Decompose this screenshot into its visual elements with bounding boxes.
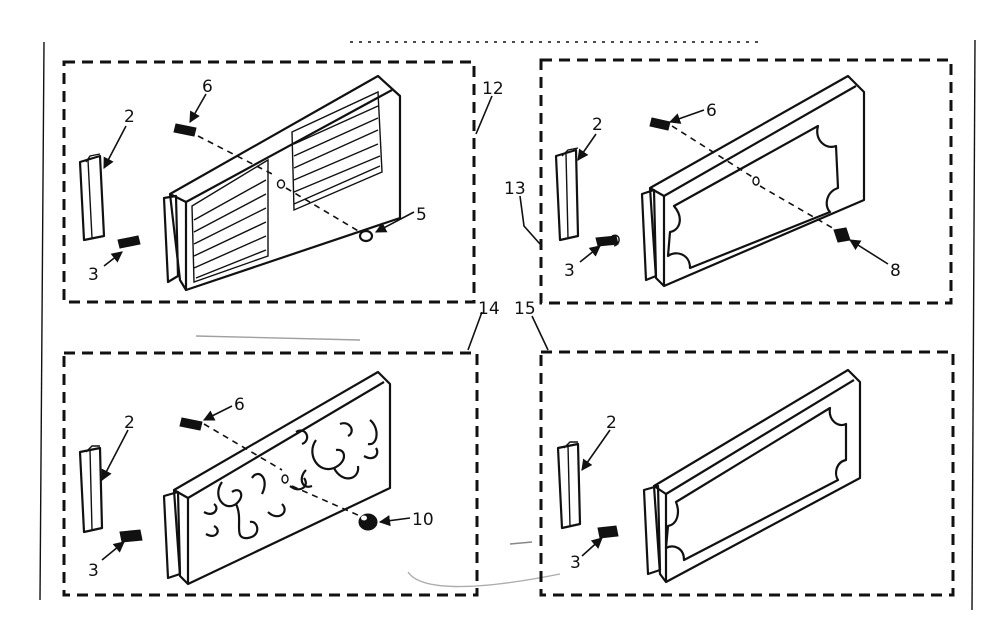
panel-1-callout-5: 5 (416, 205, 427, 225)
panel-2-leader-13 (519, 195, 541, 245)
panel-1-callout-6: 6 (202, 77, 213, 97)
panel-3-callout-6: 6 (234, 395, 245, 415)
panel-2-callout-13: 13 (504, 179, 526, 199)
panel-2-leader-8 (849, 239, 889, 265)
panel-1-knob-5 (358, 229, 374, 243)
panel-1-screw-3 (117, 235, 141, 249)
panel-2-callout-8: 8 (890, 261, 901, 281)
panel-4-plain-frame: 2 3 15 (514, 299, 955, 597)
panel-3-assembly-line-knob (291, 485, 361, 517)
panel-3-side-trim (78, 445, 104, 534)
panel-1-callout-2: 2 (124, 107, 135, 127)
panel-4-callout-3: 3 (570, 553, 581, 573)
panel-2-grille-body (640, 74, 866, 288)
panel-3-leader-2 (101, 429, 129, 481)
panel-2-screw-8 (833, 227, 851, 243)
panel-1-louvered-grille: 2 3 6 5 12 (62, 60, 504, 304)
panel-2-leader-2 (577, 133, 597, 161)
panel-3-callout-10: 10 (412, 510, 434, 530)
panel-4-leader-2 (581, 429, 611, 471)
panel-1-grille-body (162, 74, 402, 292)
panel-4-side-trim (556, 441, 582, 530)
panel-4-leader-3 (581, 537, 603, 557)
panel-4-callout-2: 2 (606, 413, 617, 433)
panel-3-screw-3 (119, 529, 143, 543)
panel-3-knob-10 (358, 513, 378, 531)
panel-2-callout-2: 2 (592, 115, 603, 135)
outer-frame (39, 39, 976, 611)
panel-4-frame-body (642, 368, 862, 584)
panel-1-assembly-line-knob (285, 187, 361, 233)
panel-2-assembly-line-bolt (759, 185, 837, 231)
panel-3-dashed-border (62, 351, 479, 597)
panel-3-assembly-line-screw (203, 423, 283, 471)
panel-4-callout-15: 15 (514, 299, 536, 319)
panel-3-leader-3 (101, 541, 125, 561)
panel-3-grille-body (162, 370, 392, 586)
panel-2-side-trim (554, 147, 580, 242)
panel-4-leader-15 (531, 315, 549, 351)
panel-3-leader-10 (378, 515, 411, 527)
panel-2-callout-6: 6 (706, 101, 717, 121)
panel-4-dashed-border (539, 350, 955, 597)
panel-3-callout-2: 2 (124, 413, 135, 433)
panel-1-screw-6 (173, 123, 197, 137)
panel-1-leader-2 (103, 125, 127, 169)
panel-1-callout-12: 12 (482, 79, 504, 99)
panel-2-screw-3 (595, 234, 620, 247)
panel-3-callout-14: 14 (478, 299, 500, 319)
panel-3-scroll-grille: 2 3 6 10 14 (62, 299, 500, 597)
panel-2-dashed-border (539, 58, 953, 305)
panel-1-leader-3 (103, 251, 123, 267)
panel-1-side-trim (78, 153, 106, 242)
panel-1-dashed-border (62, 60, 476, 304)
panel-3-screw-6 (179, 417, 203, 431)
panel-2-leader-3 (579, 245, 601, 263)
panel-3-leader-14 (467, 311, 483, 351)
scan-marks (195, 335, 561, 588)
panel-1-callout-3: 3 (88, 265, 99, 285)
panel-3-leader-6 (202, 405, 233, 421)
panel-2-framed-grille: 2 3 6 8 13 (504, 58, 953, 305)
panel-1-leader-12 (475, 95, 493, 135)
panel-2-callout-3: 3 (564, 261, 575, 281)
panel-1-leader-6 (189, 93, 207, 123)
panel-1-assembly-line-screw (197, 135, 277, 177)
panel-2-assembly-line-screw (671, 125, 755, 179)
panel-3-callout-3: 3 (88, 561, 99, 581)
panel-1-leader-5 (375, 211, 415, 233)
panel-2-leader-6 (668, 109, 705, 124)
panel-4-screw-3 (597, 525, 619, 539)
panel-2-screw-6 (649, 117, 671, 131)
